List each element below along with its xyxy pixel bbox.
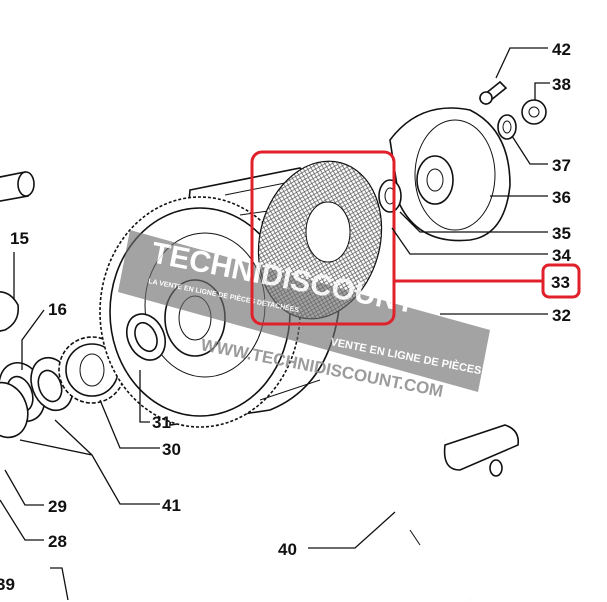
shaft-stub	[0, 171, 35, 202]
callout-16: 16	[48, 300, 67, 319]
leader-lines	[0, 47, 550, 601]
callout-labels: 42 38 37 36 35 34 33 32 15 16 31 30 41 2…	[0, 40, 571, 594]
callout-42: 42	[552, 40, 571, 59]
callout-38: 38	[552, 75, 571, 94]
seal-ring	[125, 313, 167, 361]
callout-33: 33	[551, 273, 570, 292]
callout-34: 34	[552, 246, 571, 265]
callout-29: 29	[48, 497, 67, 516]
callout-32: 32	[552, 306, 571, 325]
highlight-box-label	[541, 263, 581, 299]
callout-28: 28	[48, 532, 67, 551]
callout-41: 41	[162, 496, 181, 515]
callout-39: 39	[0, 575, 15, 594]
callout-30: 30	[162, 440, 181, 459]
callout-15: 15	[10, 229, 29, 248]
cover-assembly	[378, 107, 511, 242]
callout-37: 37	[552, 156, 571, 175]
washer-parts	[497, 99, 547, 140]
cable-part	[395, 417, 520, 601]
callout-40: 40	[278, 540, 297, 559]
highlight-box-part	[250, 150, 396, 326]
callout-35: 35	[552, 224, 571, 243]
callout-31: 31	[152, 413, 171, 432]
callout-36: 36	[552, 188, 571, 207]
left-bearings	[0, 356, 74, 439]
part-15	[0, 291, 20, 332]
bolt-part	[478, 80, 508, 106]
